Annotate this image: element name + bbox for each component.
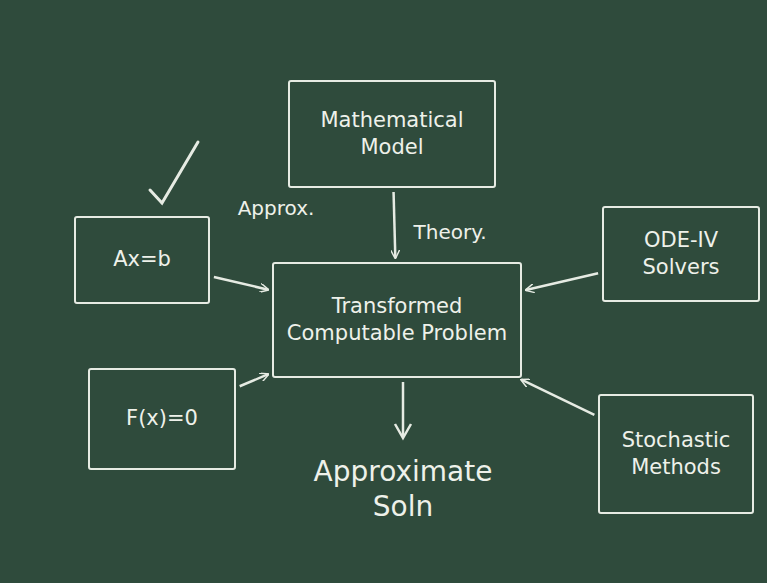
arrow-shaft (402, 382, 405, 436)
check-mark (150, 142, 198, 203)
box-text: F(x)=0 (126, 405, 198, 432)
process-box: Mathematical Model (288, 80, 496, 188)
box-text: Stochastic Methods (610, 427, 742, 482)
box-text: Ax=b (113, 246, 171, 273)
process-box: ODE-IV Solvers (602, 206, 760, 302)
box-text: Transformed Computable Problem (284, 293, 510, 348)
process-box: F(x)=0 (88, 368, 236, 470)
process-box: Transformed Computable Problem (272, 262, 522, 378)
note-label: Theory. (410, 220, 490, 244)
note-label: Approx. (236, 196, 316, 220)
arrow-head (395, 424, 411, 438)
arrow-connector (394, 192, 396, 258)
arrow-connector (526, 273, 598, 290)
arrow-connector (214, 277, 268, 290)
process-box: Ax=b (74, 216, 210, 304)
box-text: Mathematical Model (300, 107, 484, 162)
arrow-connector (521, 380, 594, 415)
process-box: Stochastic Methods (598, 394, 754, 514)
note-label: Approximate Soln (293, 454, 513, 524)
arrow-connector (240, 374, 269, 386)
box-text: ODE-IV Solvers (614, 227, 748, 282)
